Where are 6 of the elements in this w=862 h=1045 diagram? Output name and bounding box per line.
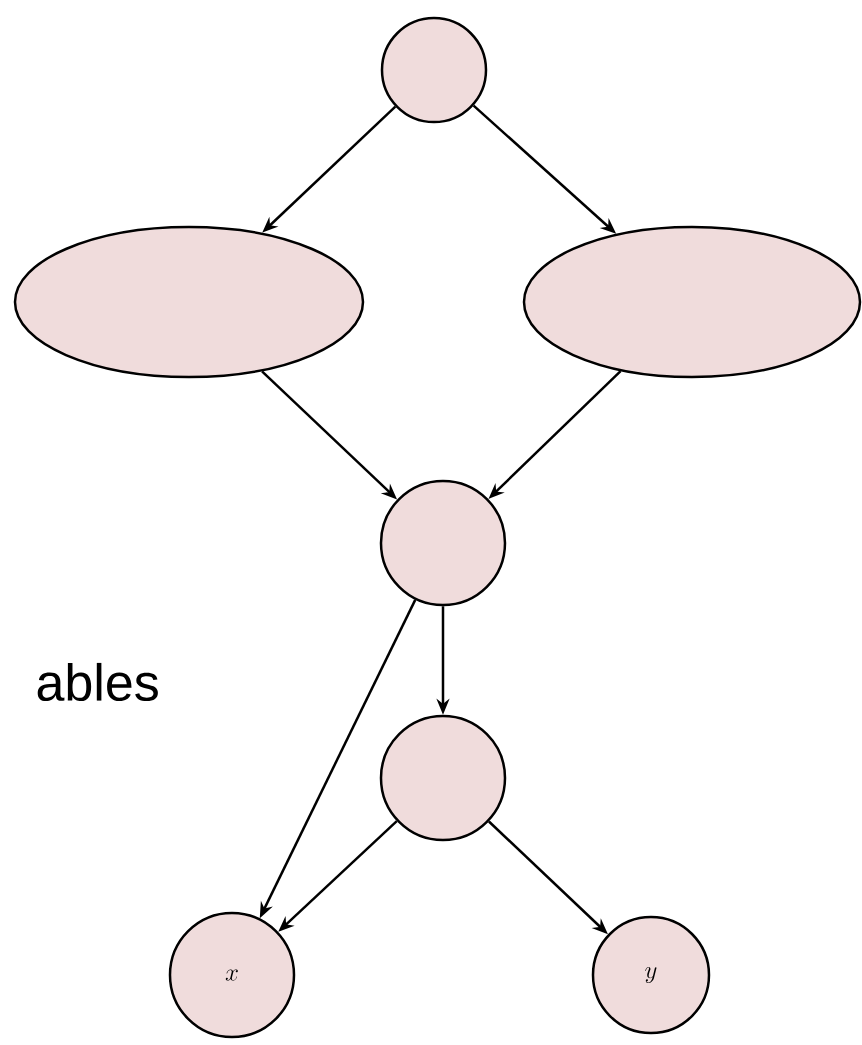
node-ellipse xyxy=(522,225,862,379)
label-text: ables xyxy=(37,662,158,702)
node-circle xyxy=(380,16,488,124)
node-circle xyxy=(379,714,507,842)
node-circle xyxy=(379,479,507,607)
node-ellipse xyxy=(13,225,365,379)
